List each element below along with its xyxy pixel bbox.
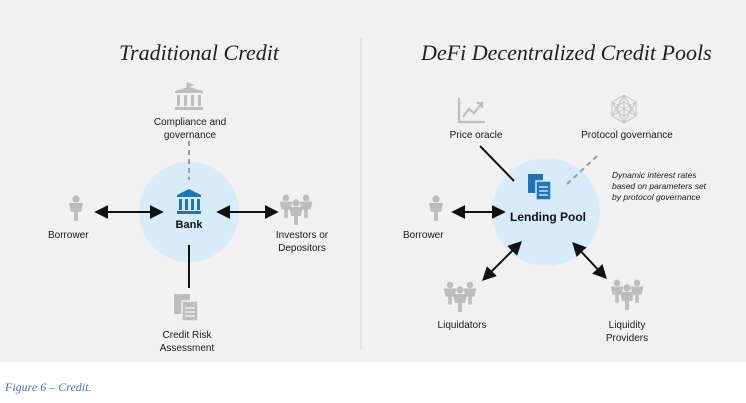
liquidity-providers-label: Liquidity Providers — [605, 320, 649, 344]
bank-label: Bank — [175, 219, 203, 231]
price-oracle-label: Price oracle — [449, 130, 503, 141]
liquidators-label: Liquidators — [437, 320, 487, 331]
borrower-label: Borrower — [403, 230, 444, 241]
bank-icon — [175, 82, 203, 110]
liquidators-pool-arrow — [482, 241, 522, 281]
chart-trend-icon — [457, 98, 485, 124]
borrower-label: Borrower — [48, 230, 89, 241]
group-icon — [610, 279, 644, 310]
traditional-credit-title: Traditional Credit — [119, 40, 279, 65]
hexagon-network-icon — [611, 94, 637, 124]
person-icon — [69, 195, 83, 221]
protocol-governance-connector — [565, 155, 598, 186]
documents-icon — [528, 174, 552, 201]
dynamic-rates-note: Dynamic interest rates based on paramete… — [612, 170, 707, 202]
figure-caption: Figure 6 – Credit. — [5, 380, 92, 394]
figure-panel — [0, 0, 746, 362]
credit-risk-label: Credit Risk Assessment — [159, 330, 215, 354]
person-icon — [429, 195, 443, 221]
protocol-governance-label: Protocol governance — [581, 130, 673, 141]
group-icon — [443, 281, 477, 312]
oracle-connector — [479, 145, 515, 182]
group-icon — [279, 194, 313, 225]
documents-icon — [174, 294, 199, 322]
compliance-label: Compliance and governance — [153, 117, 227, 141]
defi-credit-title: DeFi Decentralized Credit Pools — [421, 40, 712, 65]
pool-providers-arrow — [572, 241, 607, 280]
lending-pool-label: Lending Pool — [510, 210, 586, 224]
lending-pool-circle — [492, 158, 600, 266]
investors-label: Investors or Depositors — [275, 230, 329, 254]
bank-icon — [177, 189, 201, 214]
